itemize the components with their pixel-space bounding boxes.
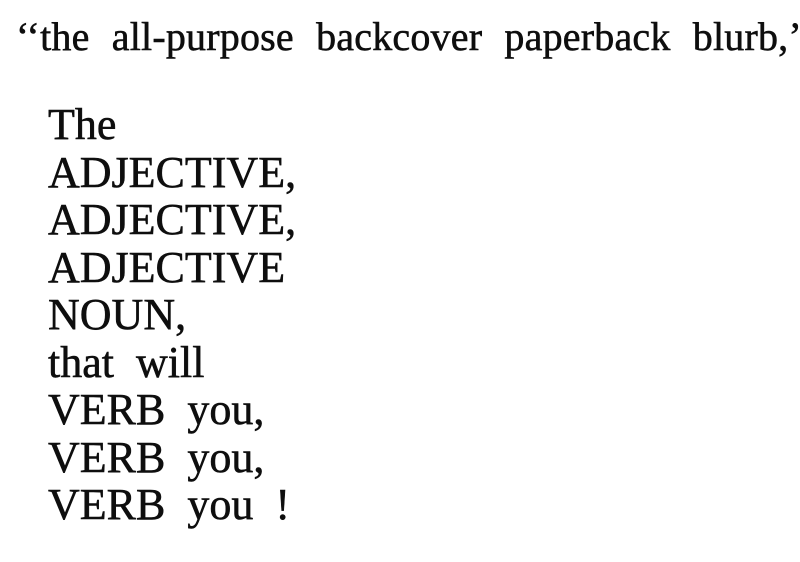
page-heading: ‘‘the all-purpose backcover paperback bl… [16, 14, 800, 60]
blurb-line: ADJECTIVE [48, 242, 286, 292]
blurb-line: ADJECTIVE, [48, 147, 297, 197]
blurb-line: that will [48, 337, 205, 387]
blurb-line: VERB you, [48, 432, 265, 482]
blurb-line: NOUN, [48, 290, 187, 339]
blurb-line: ADJECTIVE, [48, 195, 297, 244]
blurb-line: VERB you, [48, 385, 265, 434]
blurb-line: The [48, 100, 117, 149]
blurb-line: VERB you ! [48, 480, 291, 529]
blurb-text-block: The ADJECTIVE, ADJECTIVE, ADJECTIVE NOUN… [48, 100, 297, 529]
